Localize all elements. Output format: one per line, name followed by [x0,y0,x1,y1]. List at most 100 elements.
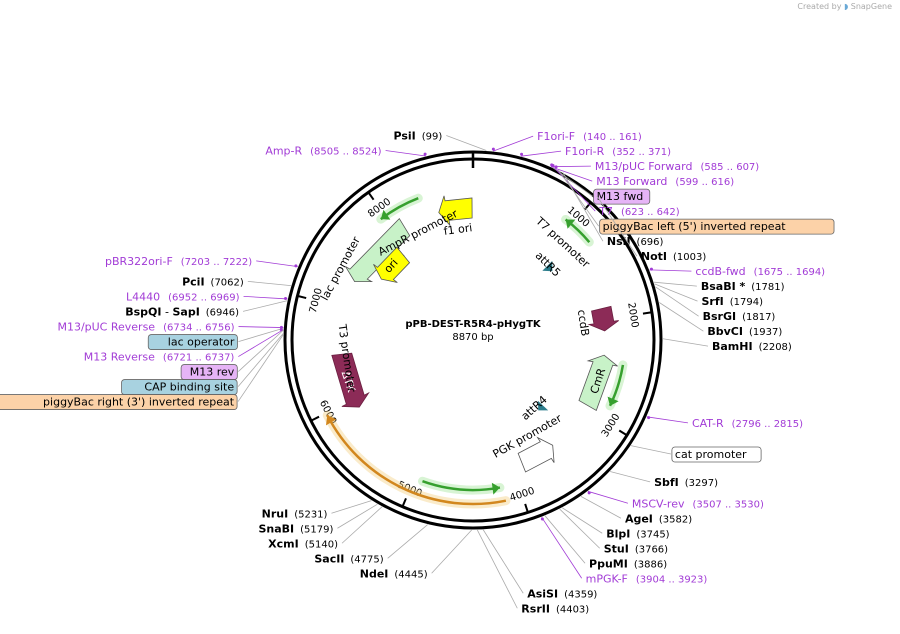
enzyme-label: PpuMI (3886) [589,557,667,570]
snapgene-logo-icon: ◗ [843,2,849,11]
box-label: cat promoter [675,448,747,461]
enzyme-position: (3582) [659,514,692,525]
feature-box-piggybac-right-3-inverted-repeat [0,394,238,410]
feature-arrow-cmr [578,354,618,412]
primer-label: mPGK-F(3904 .. 3923) [586,572,708,585]
tick-mark [367,191,375,201]
leader-line [655,286,699,317]
tick-label: 2000 [625,302,640,329]
feature-box-lac-operator [147,334,238,350]
credit-prefix: Created by [797,2,842,11]
feature-arrow-ori [373,246,411,283]
orf-arc-hyg-head [491,482,500,495]
leader-line [243,295,288,300]
enzyme-position: (6946) [206,307,239,318]
primer-name: M13 Reverse [84,351,155,364]
primer-range: (6721 .. 6737) [163,353,235,364]
box-label: CAP binding site [144,381,234,394]
enzyme-name: PpuMI [589,557,628,570]
enzyme-label: StuI(3766) [604,542,668,555]
enzyme-alt-name: SapI [172,305,199,318]
primer-label: ccdB-fwd(1675 .. 1694) [695,265,825,278]
feature-arrow-ampr [345,217,411,283]
enzyme-name: SnaBI [259,522,295,535]
enzyme-position: (696) [637,237,664,248]
primer-name: ccdB-fwd [695,265,745,278]
leader-line [238,326,284,328]
leader-line [654,283,698,302]
enzyme-position: (2208) [759,342,792,353]
feature-box-m13-fwd [593,188,651,205]
leader-line [385,150,426,157]
leader-line [521,150,562,157]
primer-range: (140 .. 161) [583,132,642,143]
leader-line [659,302,704,332]
tick-label: 3000 [600,412,623,439]
leader-line [431,529,472,574]
leader-line [238,327,284,342]
leader-line [493,135,534,152]
primer-name: M13/pUC Forward [595,160,693,173]
feature-arrow-pgk-promoter [517,436,555,473]
orf-arc-ccdb-head [565,219,576,229]
enzyme-label: BsaBI *(1781) [701,280,785,293]
enzyme-label: BlpI(3745) [606,527,669,540]
enzyme-label: BspQI - SapI(6946) [125,305,239,318]
primer-name: CAT-R [692,417,724,430]
primer-label: M13/pUC Forward (585 .. 607) [595,160,759,173]
feature-arrow-ccdb [587,305,619,332]
enzyme-label: BsrGI(1817) [703,310,776,323]
feature-arrow-tk [331,352,370,408]
box-label: lac operator [168,336,235,349]
leader-line [558,170,599,227]
primer-label: MSCV-rev (3507 .. 3530) [632,497,764,510]
enzyme-position: (3297) [685,478,718,489]
primer-label: M13/pUC Reverse(6734 .. 6756) [57,321,234,334]
primer-name: F1ori-R [565,145,605,158]
tick-mark [297,294,307,300]
primer-range: (3507 .. 3530) [692,499,764,510]
enzyme-label: XcmI(5140) [268,537,338,550]
site-labels: PsiI(99)Amp-R(8505 .. 8524)pBR322ori-F(7… [0,130,835,615]
leader-line [331,500,372,514]
feature-label-f1-ori: f1 ori [443,221,473,238]
tick-mark [524,503,529,513]
enzyme-name: PsiI [394,130,416,143]
enzyme-position: (3886) [634,559,667,570]
enzyme-position: (1937) [749,327,782,338]
feature-box-piggybac-left-5-inverted-repeat [599,218,835,235]
enzyme-label: NotI(1003) [641,250,706,263]
feature-box-text: M13 rev [190,366,235,379]
enzyme-name: NdeI [360,567,389,580]
leader-line [649,269,692,272]
feature-box-text: CAP binding site [144,381,234,394]
leader-line [580,496,622,519]
leader-line [552,166,593,182]
leader-line [238,329,284,357]
enzyme-position: (4403) [556,604,589,615]
enzyme-position: (1817) [742,312,775,323]
enzyme-label: SbfI(3297) [654,476,718,489]
enzyme-position: (5179) [300,524,333,535]
leader-line [242,300,288,312]
orf-arc-tk-head [325,415,337,426]
enzyme-position: (4775) [350,554,383,565]
att-site-arrow [537,400,549,411]
feature-box-text: piggyBac left (5') inverted repeat [603,220,787,233]
primer-range: (6952 .. 6969) [168,292,240,303]
enzyme-name: SrfI [702,295,724,308]
leader-line [554,168,596,212]
tick-mark [642,311,653,315]
primer-range: (585 .. 607) [701,162,760,173]
leader-line [559,508,600,549]
enzyme-label: RsrII(4403) [521,602,589,615]
leader-line [237,334,284,402]
leader-line [238,329,284,372]
primer-name: MSCV-rev [632,497,685,510]
primer-name: pBR322ori-F [105,255,173,268]
leader-line [476,529,518,609]
snapgene-credit: Created by ◗ SnapGene [797,2,892,11]
enzyme-label: NdeI(4445) [360,567,428,580]
